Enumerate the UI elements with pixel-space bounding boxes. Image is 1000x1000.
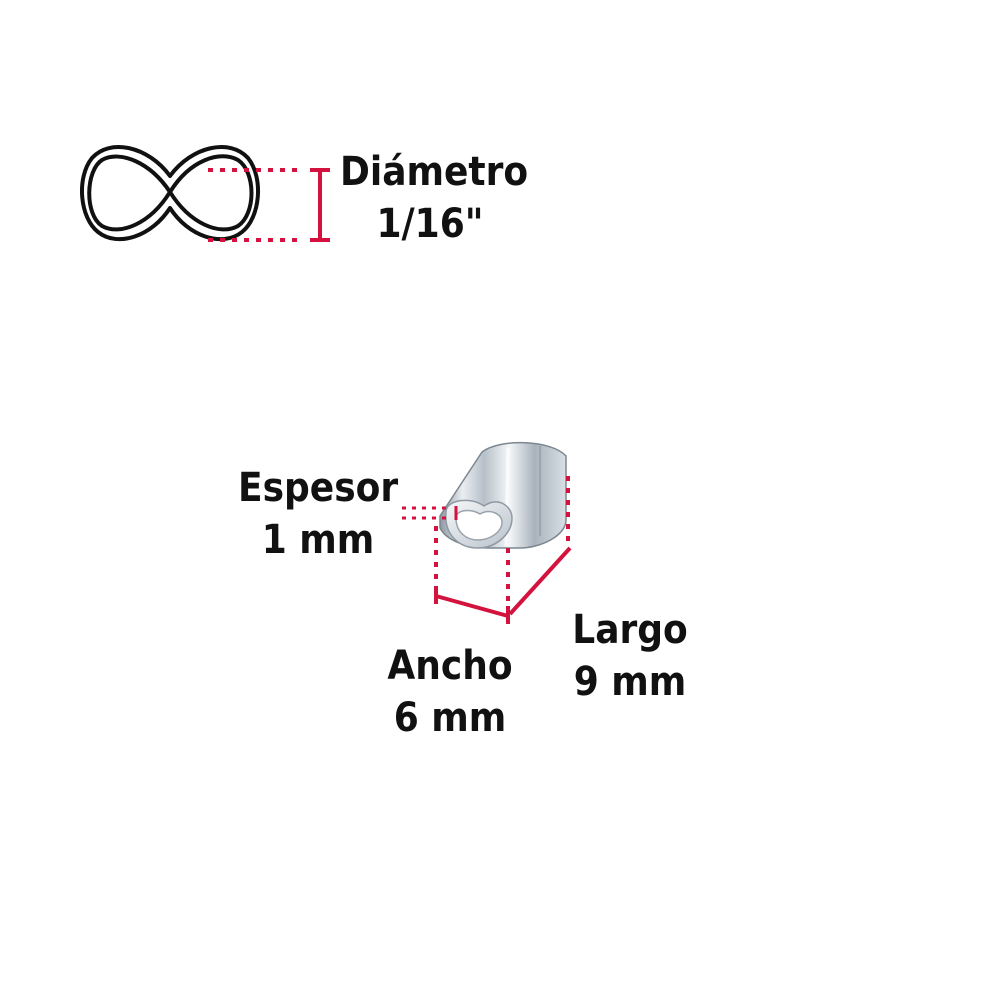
length-label: Largo 9 mm (550, 604, 710, 708)
diameter-label: Diámetro 1/16" (340, 146, 529, 250)
diameter-dimension (208, 168, 330, 242)
width-dimension (434, 526, 510, 624)
length-measure-bar (508, 546, 572, 616)
thickness-label-value: 1 mm (261, 517, 375, 563)
diameter-label-title: Diámetro (340, 149, 529, 195)
width-label-title: Ancho (387, 643, 513, 689)
cross-section-outer-outline (87, 154, 254, 232)
thickness-label: Espesor 1 mm (238, 462, 398, 566)
sleeve-end-hole (455, 509, 503, 541)
aluminum-ferrule-sleeve-icon (439, 442, 567, 549)
thickness-label-title: Espesor (238, 465, 399, 511)
length-label-title: Largo (572, 607, 688, 653)
length-dimension (508, 476, 572, 616)
thickness-dimension (402, 506, 458, 520)
length-label-value: 9 mm (573, 659, 687, 705)
width-label-value: 6 mm (393, 695, 507, 741)
width-measure-bar (435, 594, 509, 618)
width-label: Ancho 6 mm (370, 640, 530, 744)
diameter-label-value: 1/16" (376, 201, 484, 247)
cross-section-outer-ring (80, 145, 260, 242)
cross-section-icon (80, 145, 260, 242)
